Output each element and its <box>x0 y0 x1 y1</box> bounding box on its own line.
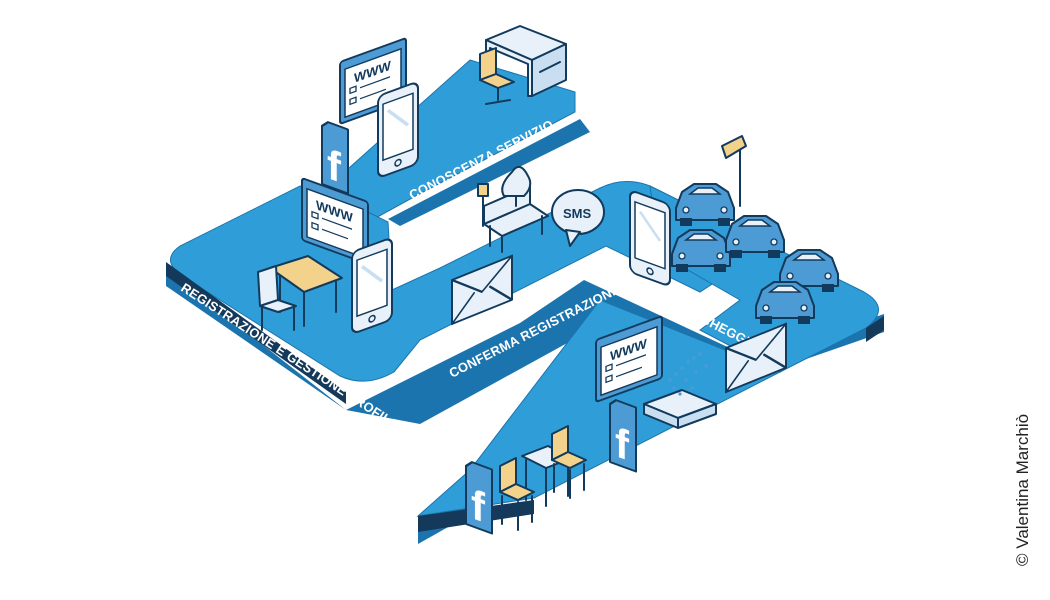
sms-bubble-icon: SMS <box>551 189 605 247</box>
facebook-icon: f <box>464 458 494 535</box>
credit-text: © Valentina Marchiò <box>1013 414 1032 566</box>
www-monitor-icon: WWW <box>300 176 370 266</box>
step-label-condivisione: CONDIVISIONE <box>523 501 616 558</box>
chair-icon <box>257 265 297 331</box>
facebook-icon: f <box>320 118 350 195</box>
www-monitor-icon: WWW <box>338 36 408 126</box>
facebook-icon: f <box>608 396 638 473</box>
sms-text: SMS <box>563 206 592 221</box>
facebook-letter: f <box>327 141 342 193</box>
desk-icon <box>485 25 567 97</box>
security-camera-icon <box>721 135 747 207</box>
fountain-icon <box>643 352 717 429</box>
smartphone-icon <box>628 188 672 289</box>
office-chair-icon <box>479 47 515 105</box>
www-monitor-icon: WWW <box>594 314 664 404</box>
tree-icon <box>501 165 532 207</box>
facebook-letter: f <box>615 419 630 471</box>
smartphone-icon <box>376 79 420 180</box>
smartphone-icon <box>350 235 394 336</box>
facebook-letter: f <box>471 481 486 533</box>
desk-icon <box>269 255 343 327</box>
